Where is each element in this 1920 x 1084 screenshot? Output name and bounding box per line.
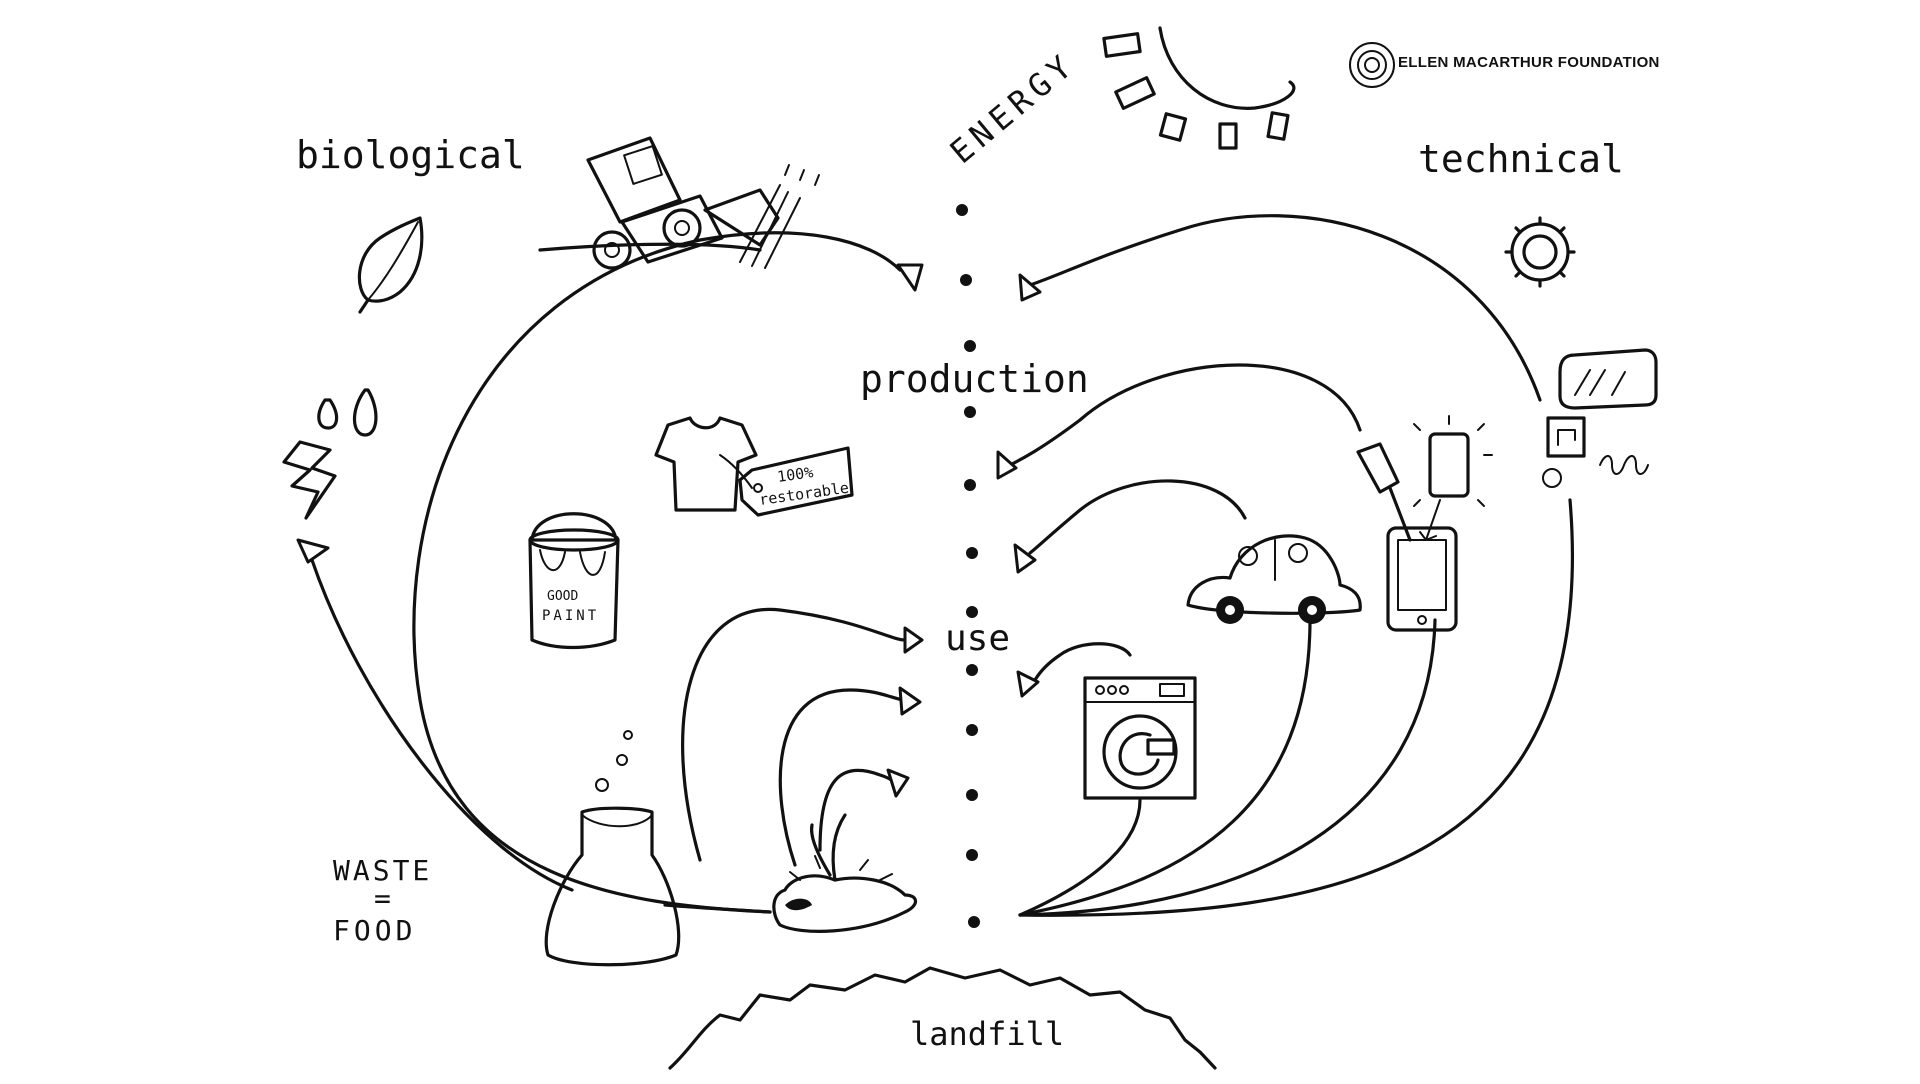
paint-text-line2: PAINT [542, 608, 599, 624]
waste-label-line2: = [374, 882, 391, 915]
tractor-icon [538, 136, 820, 270]
flask-icon [544, 730, 681, 967]
paint-text-line1: GOOD [547, 589, 578, 604]
leaf-icon [357, 216, 424, 314]
paint-can-icon: GOOD PAINT [528, 512, 620, 650]
center-divider [956, 204, 980, 928]
landfill-hill [668, 966, 1217, 1070]
lightning-icon [282, 440, 337, 520]
car-icon [1186, 534, 1362, 624]
use-label: use [945, 618, 1010, 659]
circuit-parts-icon [1542, 416, 1649, 488]
glass-panel-icon [1558, 348, 1658, 410]
washing-machine-icon [1083, 676, 1197, 800]
tshirt-icon [654, 416, 758, 512]
waste-label-line1: WASTE [333, 854, 432, 887]
biological-label: biological [296, 133, 525, 177]
technical-label: technical [1418, 137, 1624, 181]
landfill-label: landfill [910, 1015, 1064, 1053]
energy-label: ENERGY [943, 45, 1084, 172]
spatula-icon [1356, 442, 1412, 542]
waste-label-line3: FOOD [333, 914, 416, 947]
tag-text-line1: 100% [776, 463, 814, 486]
technical-cycle-arrows [996, 214, 1574, 917]
smartphone-icon [1386, 415, 1493, 632]
price-tag-icon: 100% restorable [719, 446, 854, 517]
production-label: production [860, 357, 1089, 401]
brand-name: ELLEN MACARTHUR FOUNDATION [1398, 54, 1660, 71]
concentric-circles-logo [1349, 42, 1395, 88]
soil-sprout-icon [772, 813, 918, 933]
gear-icon [1504, 216, 1576, 288]
biological-cycle-arrows [296, 231, 924, 914]
sun-icon [1102, 26, 1296, 150]
water-drops-icon [317, 388, 378, 437]
